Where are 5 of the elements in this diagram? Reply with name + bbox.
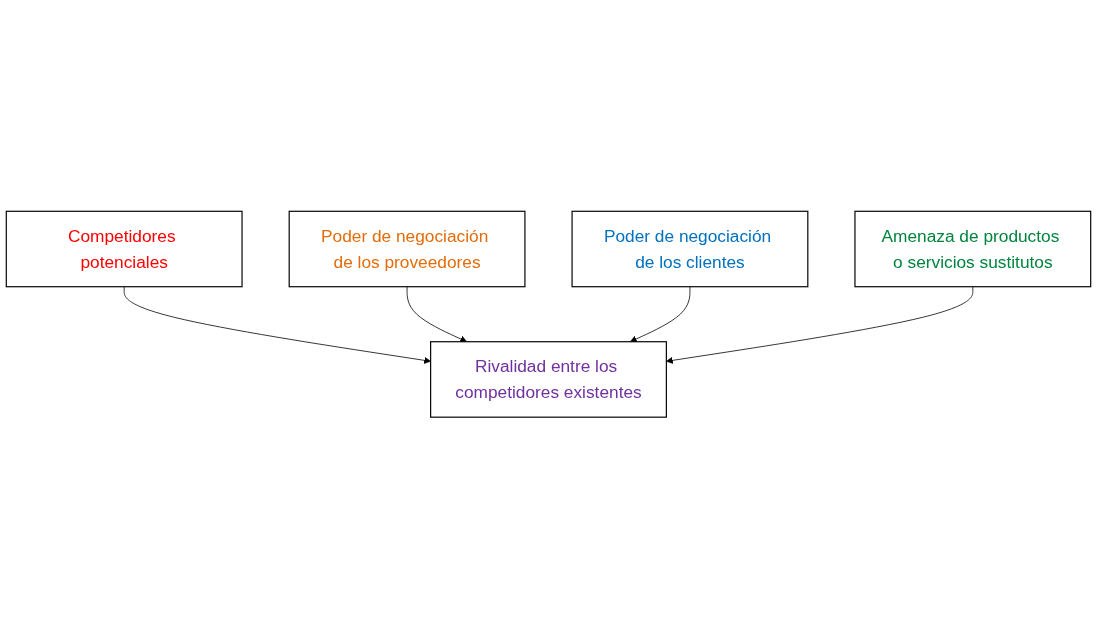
node-box: Poder de negociación de los proveedores — [288, 210, 526, 288]
node-box: Poder de negociación de los clientes — [571, 210, 809, 288]
node-box: Amenaza de productos o servicios sustitutos — [854, 210, 1092, 288]
node-box: Competidores potenciales — [5, 210, 243, 288]
node-box: Rivalidad entre los competidores existentes — [430, 340, 667, 418]
